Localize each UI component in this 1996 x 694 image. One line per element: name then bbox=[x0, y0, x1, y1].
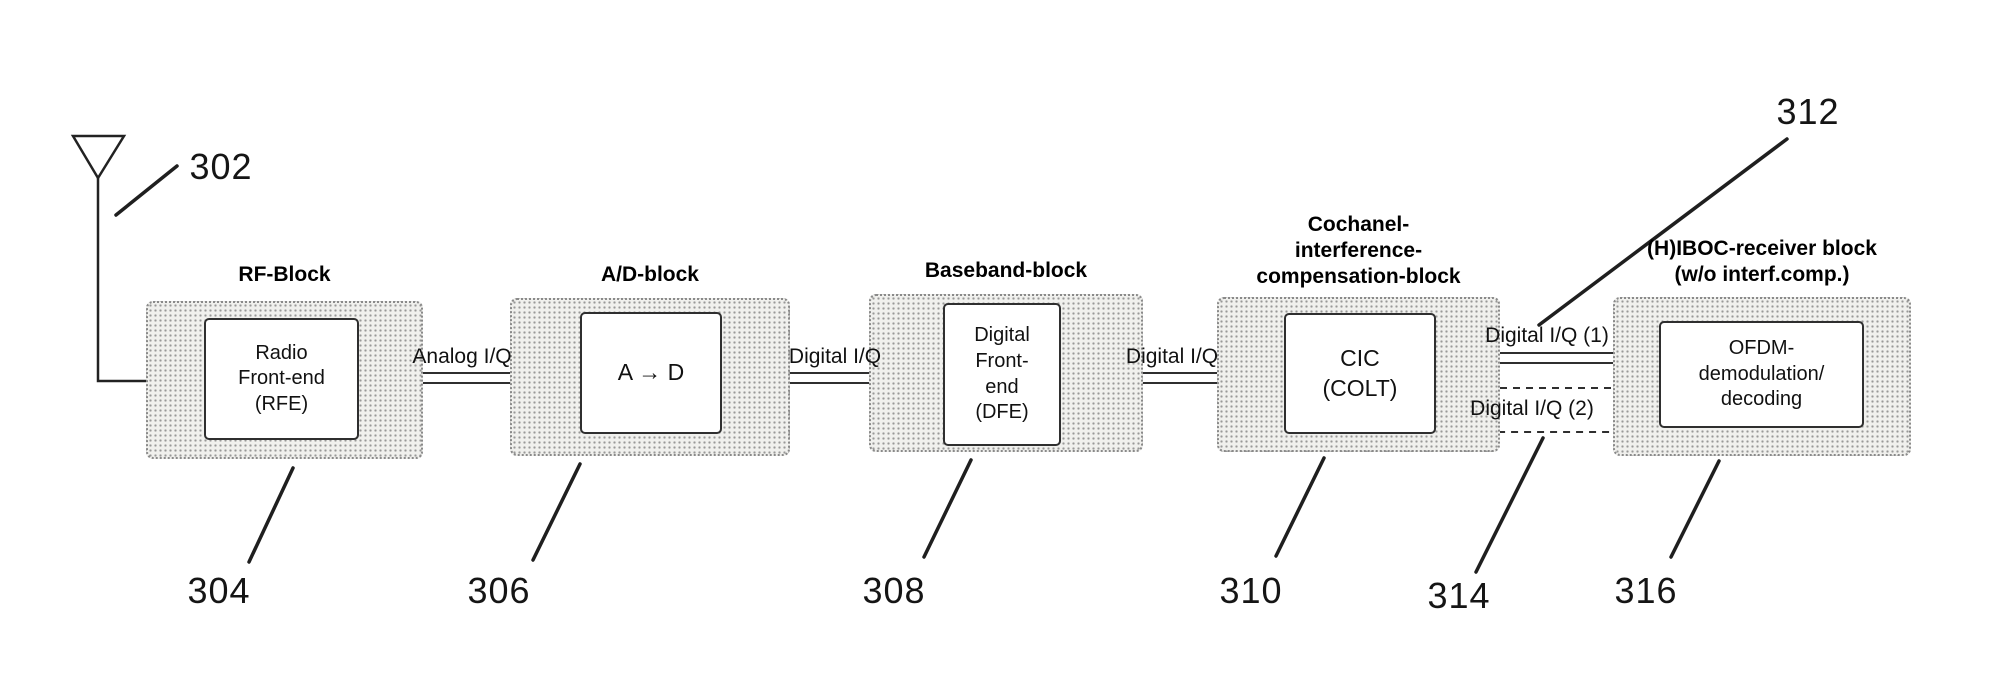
leader-line-308 bbox=[922, 458, 973, 559]
box-digital-front-end: Digital Front- end (DFE) bbox=[943, 303, 1061, 446]
block-title-iboc: (H)IBOC-receiver block (w/o interf.comp.… bbox=[1647, 237, 1877, 287]
signal-label-digital-iq-out1: Digital I/Q (1) bbox=[1485, 324, 1609, 347]
ref-312-out1-line: 312 bbox=[1776, 91, 1840, 132]
box-ofdm-demodulation: OFDM- demodulation/ decoding bbox=[1659, 321, 1864, 428]
block-title-cic: Cochanel- interference- compensation-blo… bbox=[1256, 213, 1461, 289]
box-radio-front-end: Radio Front-end (RFE) bbox=[204, 318, 359, 440]
signal-label-digital-iq-out2: Digital I/Q (2) bbox=[1470, 397, 1594, 420]
leader-line-312 bbox=[1537, 137, 1789, 327]
block-title-baseband: Baseband-block bbox=[924, 259, 1088, 282]
box-cic-colt: CIC (COLT) bbox=[1284, 313, 1436, 434]
block-title-rf: RF-Block bbox=[238, 263, 331, 286]
signal-label-analog-iq: Analog I/Q bbox=[412, 345, 512, 368]
ref-308-baseband-block: 308 bbox=[862, 570, 926, 611]
ref-304-rf-block: 304 bbox=[187, 570, 251, 611]
leader-line-316 bbox=[1669, 459, 1721, 559]
ref-314-out2-line: 314 bbox=[1427, 575, 1491, 616]
leader-line-302 bbox=[114, 164, 179, 217]
leader-line-306 bbox=[531, 462, 582, 562]
leader-line-304 bbox=[247, 466, 295, 564]
block-title-ad: A/D-block bbox=[600, 263, 699, 286]
ref-306-ad-block: 306 bbox=[467, 570, 531, 611]
ref-316-iboc-block: 316 bbox=[1614, 570, 1678, 611]
leader-line-314 bbox=[1474, 436, 1545, 574]
ref-310-cic-block: 310 bbox=[1219, 570, 1283, 611]
ref-302-antenna: 302 bbox=[189, 146, 253, 187]
antenna-icon bbox=[70, 134, 127, 181]
signal-label-digital-iq-a: Digital I/Q bbox=[788, 345, 882, 368]
leader-line-310 bbox=[1274, 456, 1326, 558]
box-a-to-d: A → D bbox=[580, 312, 722, 434]
signal-label-digital-iq-b: Digital I/Q bbox=[1125, 345, 1219, 368]
